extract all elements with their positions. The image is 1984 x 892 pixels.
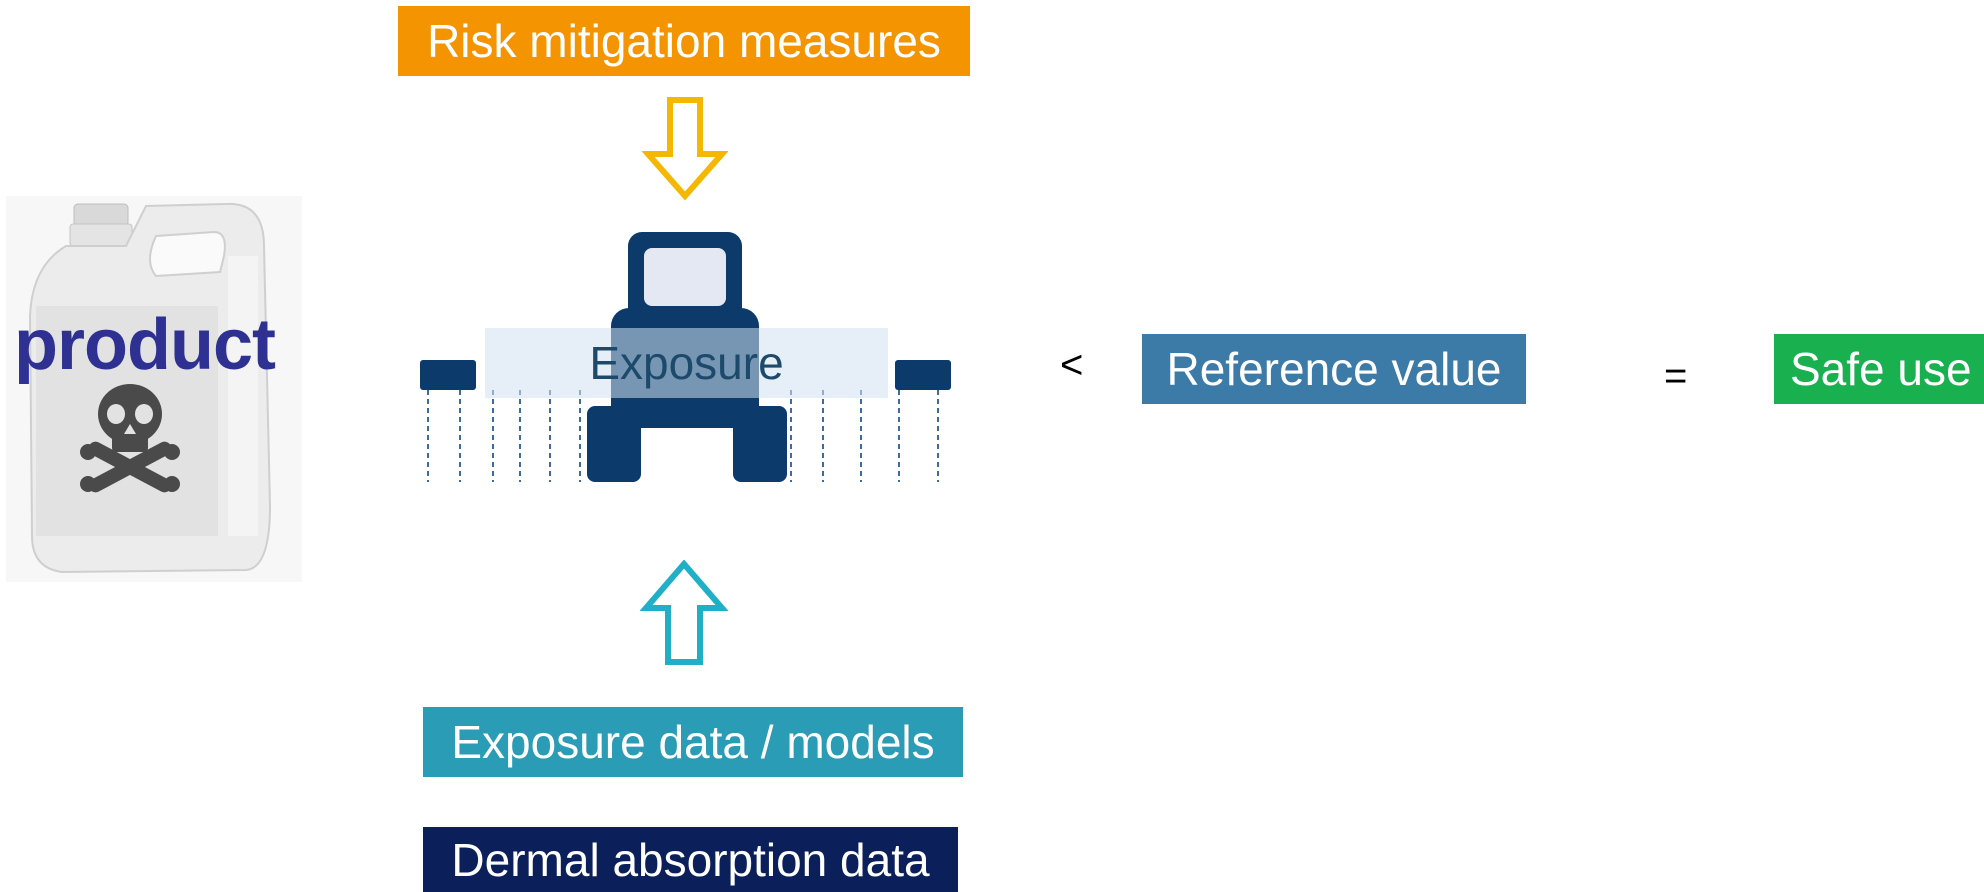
reference-value-label: Reference value	[1142, 334, 1526, 404]
exposure-label: Exposure	[589, 337, 784, 389]
skull-crossbones-icon	[80, 384, 180, 493]
risk-mitigation-label: Risk mitigation measures	[398, 6, 970, 76]
exposure-band: Exposure	[485, 328, 888, 398]
arrow-down-icon	[642, 97, 728, 201]
arrow-up-icon	[640, 560, 728, 665]
product-label: product	[14, 305, 276, 385]
exposure-data-models-label: Exposure data / models	[423, 707, 963, 777]
equals-operator: =	[1664, 354, 1688, 398]
dermal-absorption-data-label: Dermal absorption data	[423, 827, 958, 892]
safe-use-label: Safe use	[1774, 334, 1984, 404]
less-than-operator: <	[1060, 343, 1084, 387]
